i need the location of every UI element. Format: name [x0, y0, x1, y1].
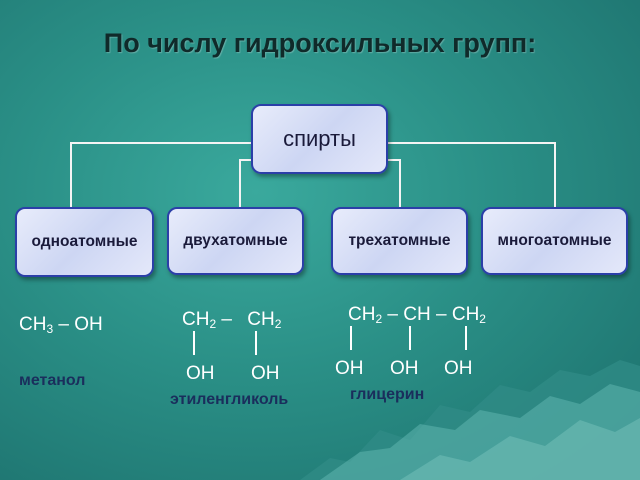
glycerin-hydroxyl-1: OH: [335, 358, 364, 379]
node-dihydric: двухатомные: [167, 207, 304, 275]
root-node-alcohols: спирты: [251, 104, 388, 174]
ethylene-glycol-name: этиленгликоль: [170, 391, 289, 408]
ethylene-glycol-carbon-chain: CH2 – CH2: [182, 309, 282, 331]
page-title: По числу гидроксильных групп:: [103, 28, 537, 58]
glycerin-hydroxyl-3: OH: [444, 358, 473, 379]
glycerin-bond-1: [350, 326, 352, 350]
ethylene-glycol-bond-2: [255, 331, 257, 355]
node-monohydric: одноатомные: [15, 207, 154, 277]
node-trihydric: трехатомные: [331, 207, 468, 275]
glycerin-name: глицерин: [350, 386, 425, 403]
glycerin-hydroxyl-2: OH: [390, 358, 419, 379]
methanol-formula: CH3 – OH: [19, 314, 103, 336]
methanol-name: метанол: [19, 372, 86, 389]
ethylene-glycol-hydroxyl-2: OH: [251, 363, 280, 384]
ethylene-glycol-hydroxyl-1: OH: [186, 363, 215, 384]
node-polyhydric: многоатомные: [481, 207, 628, 275]
glycerin-carbon-chain: CH2 – CH – CH2: [348, 304, 486, 326]
glycerin-bond-3: [465, 326, 467, 350]
ethylene-glycol-bond-1: [193, 331, 195, 355]
glycerin-bond-2: [409, 326, 411, 350]
